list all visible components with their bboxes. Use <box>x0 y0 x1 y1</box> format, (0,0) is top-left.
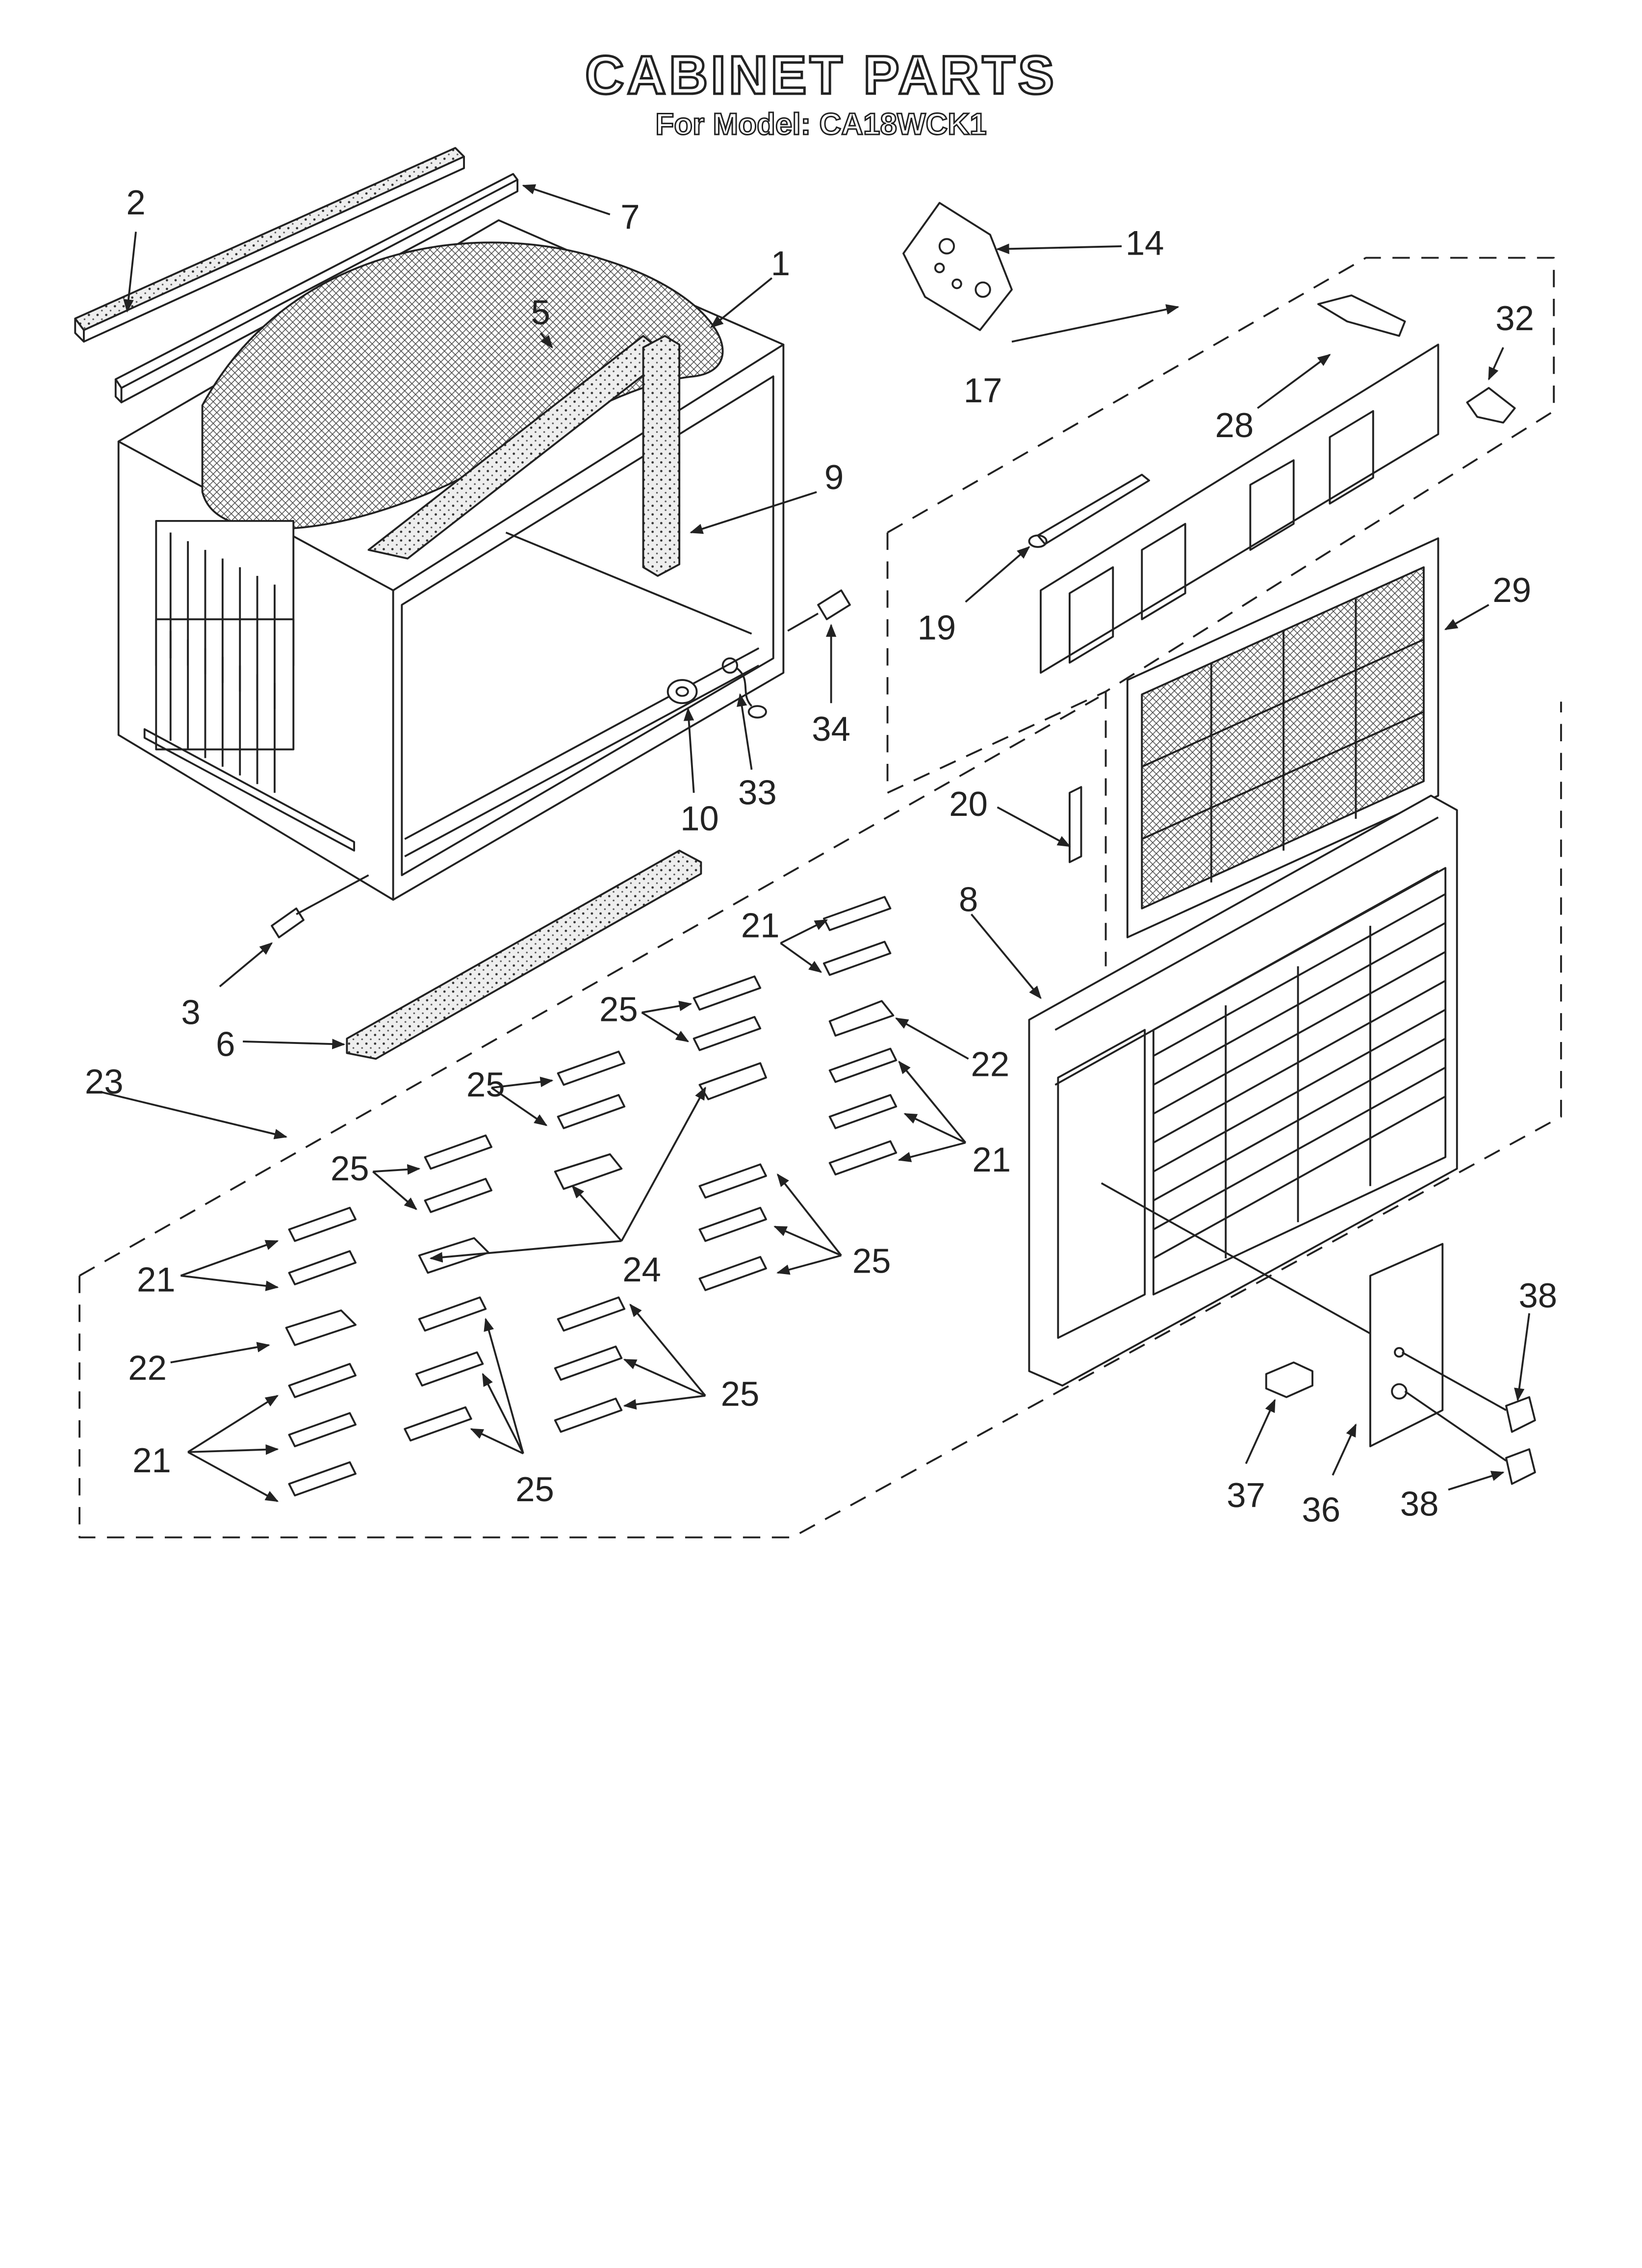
callout-25a: 25 <box>599 990 638 1029</box>
leader-8-36 <box>1101 1182 1371 1334</box>
callout-22a: 22 <box>971 1045 1009 1084</box>
callout-1: 1 <box>771 244 790 283</box>
front-grille-8 <box>1028 794 1458 1387</box>
callout-38b: 38 <box>1400 1485 1439 1523</box>
callout-21d: 21 <box>132 1441 171 1480</box>
callout-25b: 25 <box>466 1065 505 1104</box>
nut-10 <box>667 679 698 704</box>
panel-36 <box>1369 1243 1444 1448</box>
page-subtitle: For Model: CA18WCK1 <box>655 107 987 142</box>
callout-28: 28 <box>1215 406 1254 444</box>
cabinet-1 <box>117 219 785 901</box>
callout-25c: 25 <box>331 1149 369 1188</box>
foam-bar-6 <box>346 849 702 1060</box>
block-37 <box>1265 1361 1313 1398</box>
callout-20: 20 <box>949 784 988 823</box>
louver-blades <box>285 896 898 1497</box>
group-17-box <box>886 257 1555 966</box>
clip-33 <box>721 657 767 719</box>
side-louvers <box>155 520 295 793</box>
callout-19: 19 <box>917 608 956 647</box>
callout-6: 6 <box>216 1024 235 1063</box>
clip-32 <box>1466 387 1516 424</box>
callout-22b: 22 <box>128 1349 167 1387</box>
knob-38b <box>1404 1390 1536 1485</box>
screw-34 <box>787 589 851 632</box>
foam-post-9 <box>642 335 681 577</box>
callout-21b: 21 <box>972 1140 1011 1179</box>
callout-9: 9 <box>824 458 844 496</box>
callout-10: 10 <box>680 799 719 838</box>
callout-14: 14 <box>1126 224 1164 262</box>
rail-17 <box>1040 343 1439 674</box>
rod-19 <box>1028 473 1150 548</box>
foam-strip-2 <box>74 147 465 343</box>
callout-37: 37 <box>1227 1476 1265 1514</box>
callout-3: 3 <box>181 993 200 1032</box>
callout-36: 36 <box>1302 1490 1340 1529</box>
screw-3 <box>271 874 369 938</box>
clip-28 <box>1317 294 1406 337</box>
callout-25e: 25 <box>721 1375 760 1413</box>
callout-7: 7 <box>620 198 640 236</box>
callout-17: 17 <box>964 371 1002 410</box>
filter-29 <box>1126 537 1439 938</box>
callout-29: 29 <box>1492 571 1531 609</box>
callout-21c: 21 <box>137 1260 176 1299</box>
callout-25f: 25 <box>515 1470 554 1509</box>
callout-23: 23 <box>85 1062 124 1101</box>
callout-2: 2 <box>126 183 145 222</box>
seal-strip-7 <box>114 173 519 404</box>
group-23-box <box>78 696 1562 1538</box>
callout-38a: 38 <box>1518 1276 1557 1315</box>
callout-25d: 25 <box>852 1241 891 1280</box>
callout-8: 8 <box>959 880 978 919</box>
callout-34: 34 <box>812 709 850 748</box>
page-title: CABINET PARTS <box>584 44 1057 107</box>
bracket-14 <box>902 202 1013 331</box>
callout-33: 33 <box>738 773 777 812</box>
leader-lines <box>101 184 1531 1502</box>
callout-21a: 21 <box>741 906 780 945</box>
callout-5: 5 <box>531 293 550 332</box>
callout-32: 32 <box>1495 299 1534 338</box>
callout-24: 24 <box>622 1250 661 1289</box>
strip-20 <box>1068 786 1082 863</box>
